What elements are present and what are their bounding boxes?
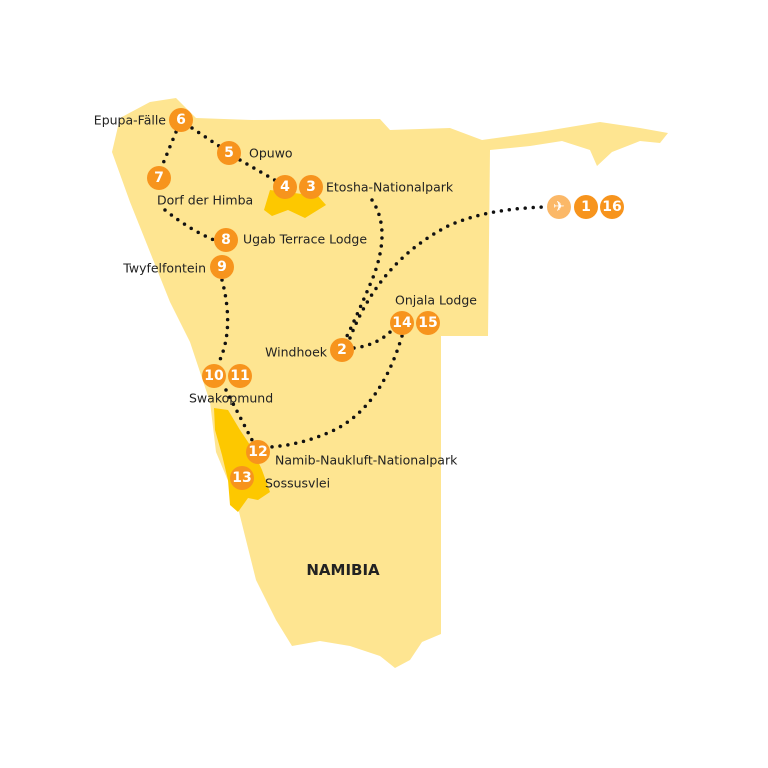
route-9-10 (216, 278, 230, 366)
stop-marker-6[interactable]: 6 (169, 108, 193, 132)
stop-marker-10[interactable]: 10 (202, 364, 226, 388)
stop-marker-1[interactable]: 1 (574, 195, 598, 219)
stop-marker-13[interactable]: 13 (230, 466, 254, 490)
label-onjala: Onjala Lodge (395, 292, 477, 308)
airplane-icon: ✈ (547, 195, 571, 219)
stop-marker-9[interactable]: 9 (210, 255, 234, 279)
stop-marker-7[interactable]: 7 (147, 166, 171, 190)
stop-marker-8[interactable]: 8 (214, 228, 238, 252)
label-twyfelfontein: Twyfelfontein (123, 260, 206, 276)
namib-naukluft-park-shape (214, 408, 270, 512)
label-opuwo: Opuwo (249, 145, 293, 161)
label-windhoek: Windhoek (265, 344, 327, 360)
stop-marker-3[interactable]: 3 (299, 175, 323, 199)
country-label: NAMIBIA (306, 561, 380, 579)
route-2-14 (352, 328, 394, 350)
route-7-8 (163, 208, 216, 242)
label-ugab: Ugab Terrace Lodge (243, 231, 368, 247)
stop-marker-11[interactable]: 11 (228, 364, 252, 388)
label-sossusvlei: Sossusvlei (265, 475, 331, 491)
route-10-12 (224, 388, 254, 442)
label-epupa: Epupa-Fälle (93, 112, 166, 128)
stop-marker-5[interactable]: 5 (217, 141, 241, 165)
route-lines (160, 126, 550, 449)
route-6-5-4 (190, 126, 280, 184)
label-etosha: Etosha-Nationalpark (326, 179, 454, 195)
stop-marker-14[interactable]: 14 (390, 311, 414, 335)
stop-marker-15[interactable]: 15 (416, 311, 440, 335)
stop-marker-12[interactable]: 12 (246, 440, 270, 464)
label-swakopmund: Swakopmund (189, 390, 274, 406)
label-namib: Namib-Naukluft-Nationalpark (275, 452, 458, 468)
route-6-7 (160, 130, 178, 168)
namibia-shape (112, 98, 668, 668)
stop-marker-4[interactable]: 4 (273, 175, 297, 199)
stop-marker-16[interactable]: 16 (600, 195, 624, 219)
label-himba: Dorf der Himba (157, 192, 254, 208)
stop-marker-2[interactable]: 2 (330, 338, 354, 362)
